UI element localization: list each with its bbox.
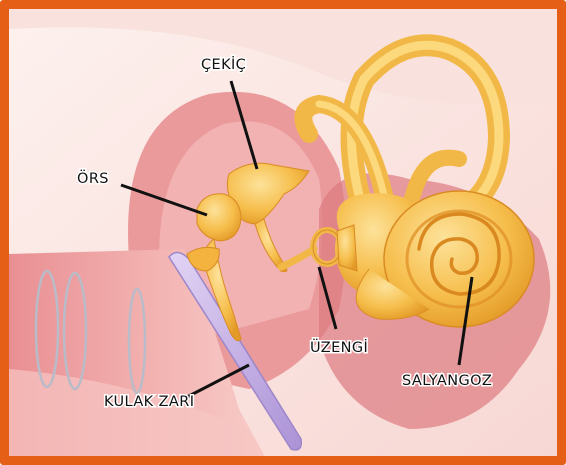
label-uzengi: ÜZENGİ <box>310 338 368 356</box>
label-kulak-zari: KULAK ZARI <box>104 394 194 410</box>
label-ors: ÖRS <box>77 169 109 187</box>
middle-inner-ear-diagram: ÇEKİÇ ÖRS ÜZENGİ KULAK ZARI SALYANGOZ <box>9 9 566 465</box>
label-salyangoz: SALYANGOZ <box>402 373 492 389</box>
label-cekic: ÇEKİÇ <box>201 55 246 73</box>
